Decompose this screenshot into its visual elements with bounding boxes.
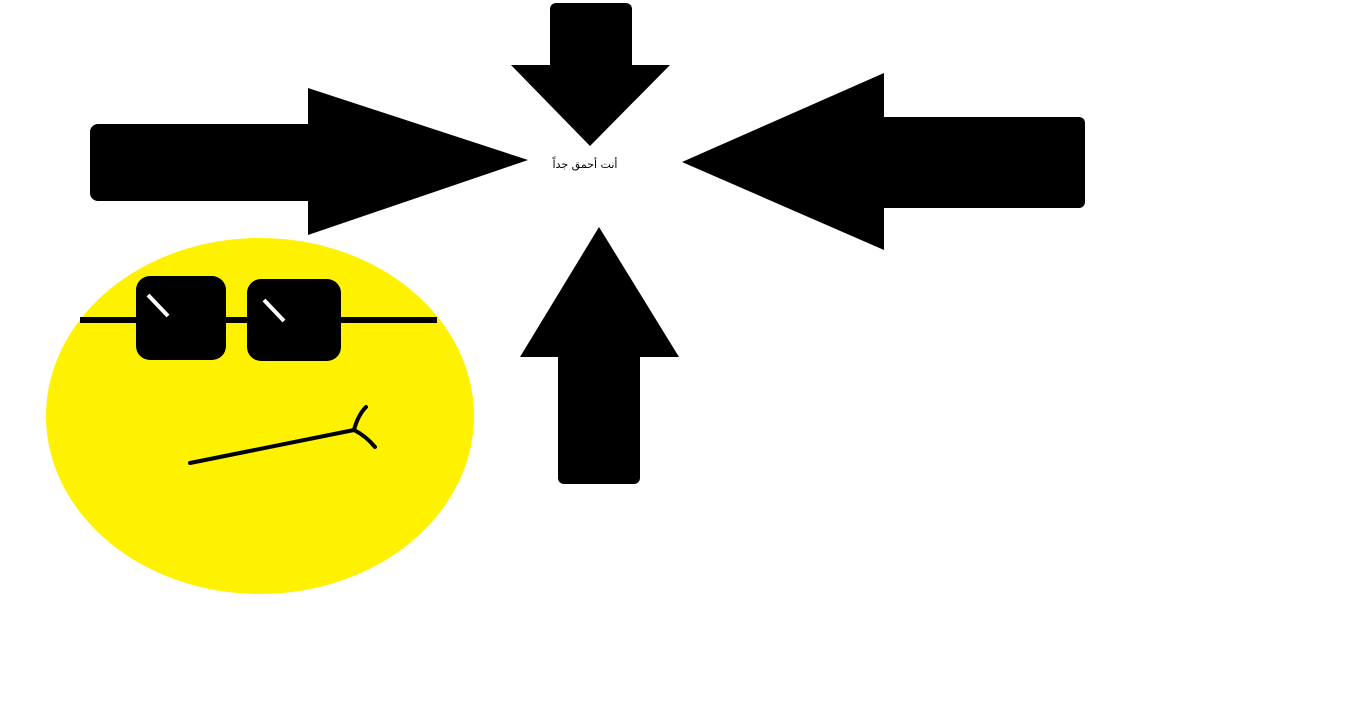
right-lens [247, 279, 341, 361]
arrow-left-icon [682, 73, 1085, 250]
arrow-up-icon [520, 227, 679, 484]
left-lens [136, 276, 226, 360]
sunglasses-face-icon [46, 238, 474, 594]
right-lens-glint [262, 298, 286, 323]
smirk-mouth [188, 405, 377, 465]
left-lens-glint [146, 293, 170, 318]
center-insult-text: أنت أحمق جداً [552, 158, 618, 171]
arrow-right-icon [90, 88, 528, 235]
arrow-down-icon [511, 3, 670, 146]
